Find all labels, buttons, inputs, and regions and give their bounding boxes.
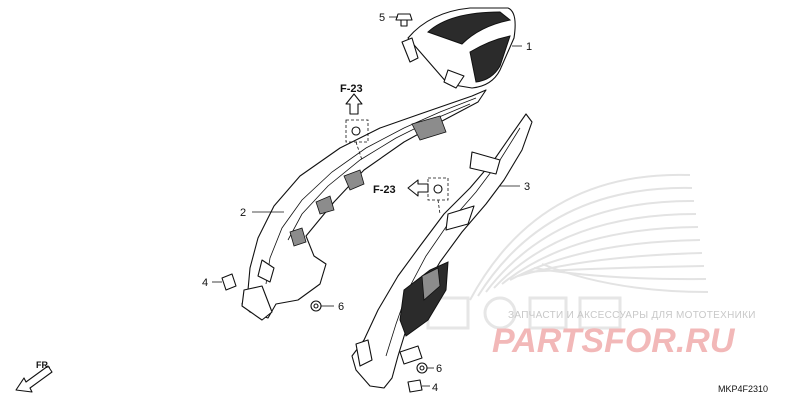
callout-3: 3 <box>524 181 530 193</box>
forward-label: FR. <box>36 360 51 370</box>
forward-arrow <box>15 365 53 393</box>
watermark-logo: PARTSFOR.RU <box>492 322 736 360</box>
callout-5: 5 <box>379 12 385 24</box>
reference-upper-label: F-23 <box>340 83 363 95</box>
part-2-left-cowl <box>241 89 487 321</box>
part-3-right-cowl <box>351 113 533 389</box>
collar-6-left <box>310 300 322 312</box>
watermark-caption: ЗАПЧАСТИ И АКСЕССУАРЫ ДЛЯ МОТОТЕХНИКИ <box>508 310 756 321</box>
callout-6-right: 6 <box>436 363 442 375</box>
leader-lines <box>212 16 522 387</box>
callout-4-right: 4 <box>432 382 438 394</box>
bolt-5 <box>395 13 413 27</box>
part-1-seat-cowl <box>401 7 516 89</box>
callout-1: 1 <box>526 41 532 53</box>
callout-2: 2 <box>240 207 246 219</box>
honda-wing-watermark <box>469 173 709 301</box>
honda-letters-watermark <box>426 296 622 330</box>
reference-lower <box>407 177 449 215</box>
diagram-code: MKP4F2310 <box>718 384 768 394</box>
reference-upper <box>345 93 369 161</box>
callout-4-left: 4 <box>202 277 208 289</box>
collar-6-right <box>416 362 428 374</box>
bolt-4-left <box>221 273 237 291</box>
callout-6-left: 6 <box>338 301 344 313</box>
reference-lower-label: F-23 <box>373 184 396 196</box>
bolt-4-right <box>407 379 423 393</box>
